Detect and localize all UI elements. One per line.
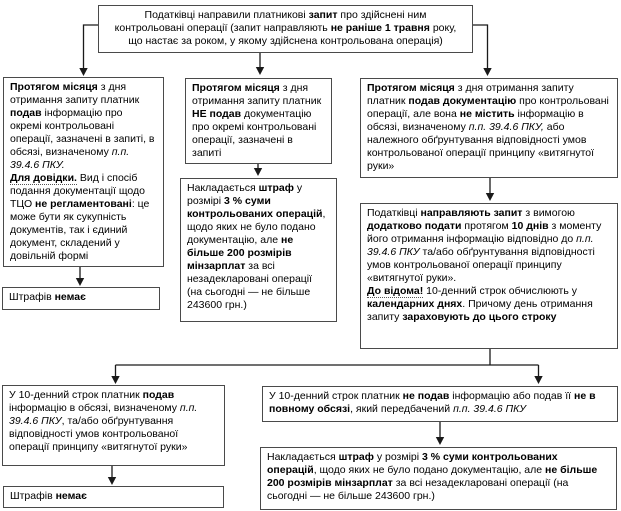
- arrow-down-icon: [111, 376, 120, 384]
- box-submitted-incomplete: Протягом місяця з дня отримання запиту п…: [360, 78, 618, 178]
- arrow-down-icon: [534, 376, 543, 384]
- arrow-down-icon: [75, 278, 85, 286]
- box-10day-not-submitted: У 10-денний строк платник не подав інфор…: [262, 386, 618, 422]
- arrow-down-icon: [253, 168, 263, 176]
- box-10day-submitted: У 10-денний строк платник подав інформац…: [2, 385, 225, 466]
- box-not-submitted: Протягом місяця з дня отримання запиту п…: [185, 78, 332, 164]
- connector-top-to-left: [82, 24, 98, 72]
- connector-top-to-right: [473, 24, 489, 72]
- box-fine-3-percent-1: Накладається штраф у розмірі 3 % суми ко…: [180, 178, 337, 322]
- box-additional-request: Податківці направляють запит з вимогою д…: [360, 203, 618, 349]
- box-no-fines-2: Штрафів немає: [3, 486, 224, 508]
- arrow-down-icon: [483, 68, 492, 76]
- arrow-down-icon: [255, 67, 265, 75]
- box-request-sent: Податківці направили платникові запит пр…: [98, 5, 473, 53]
- arrow-down-icon: [435, 437, 445, 445]
- arrow-down-icon: [107, 477, 117, 485]
- box-fine-3-percent-2: Накладається штраф у розмірі 3 % суми ко…: [260, 447, 617, 510]
- arrow-down-icon: [485, 193, 495, 201]
- box-submitted-info: Протягом місяця з дня отримання запиту п…: [3, 77, 164, 267]
- box-no-fines-1: Штрафів немає: [2, 287, 160, 310]
- connector-split: [114, 349, 540, 380]
- arrow-down-icon: [79, 68, 88, 76]
